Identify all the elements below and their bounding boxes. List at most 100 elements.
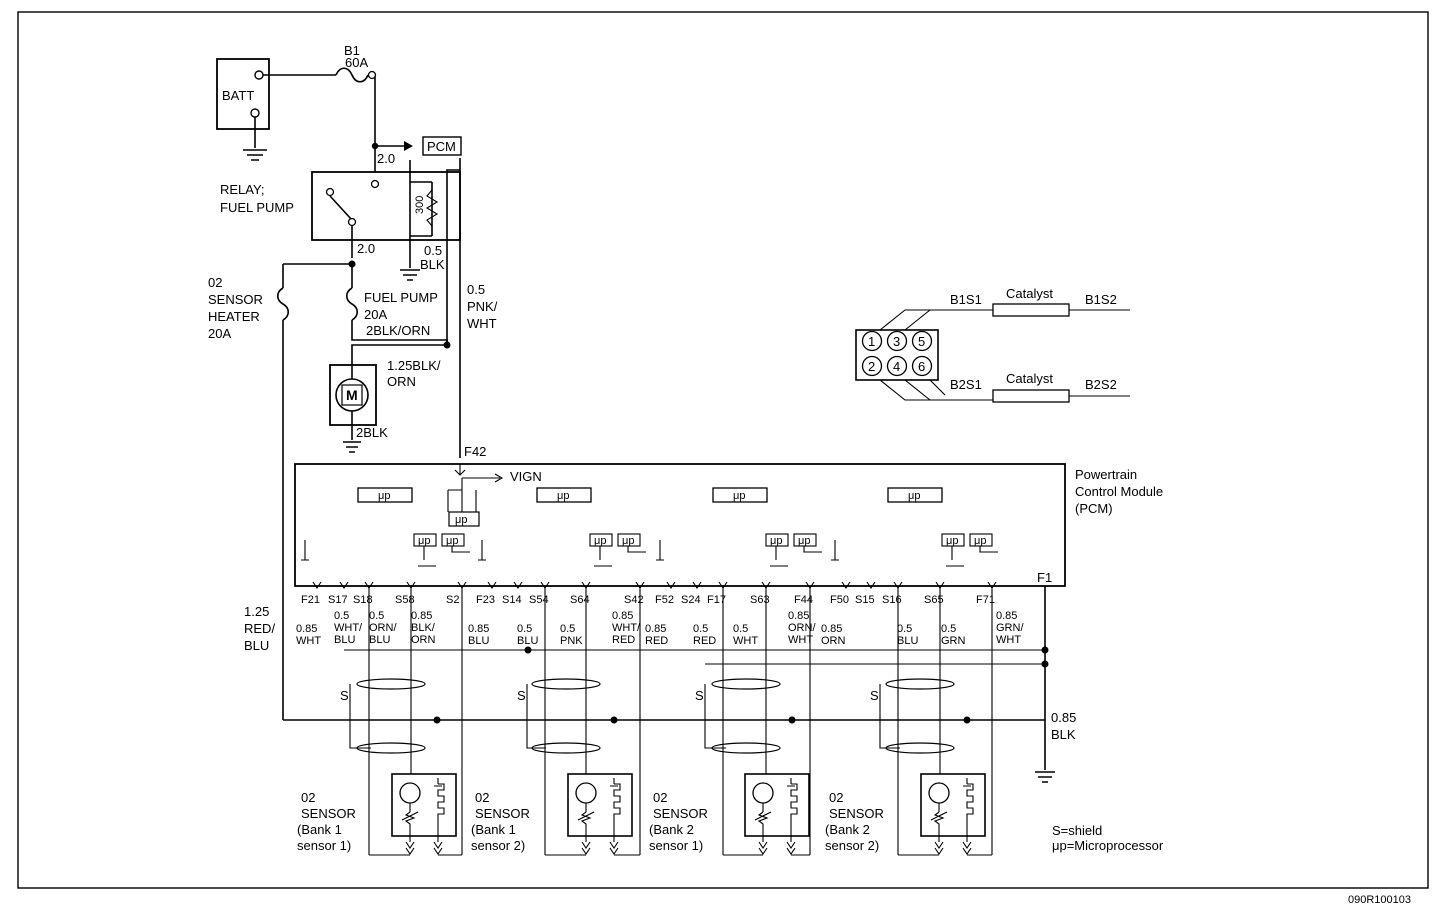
shield-drain	[704, 684, 726, 749]
pcm-internal-ground-icon	[301, 540, 309, 561]
b2s2-label: B2S2	[1085, 377, 1117, 392]
cylinder-number: 2	[868, 359, 875, 374]
shield-ring	[711, 678, 781, 690]
pcm-pin-label: S42	[624, 594, 644, 606]
cylinder-number: 1	[868, 334, 875, 349]
pcm-pin-label: S18	[353, 594, 373, 606]
wire-label: 0.85	[411, 610, 432, 622]
o2-sensor-label: 02	[653, 790, 667, 805]
sensor-element-icon	[930, 803, 948, 855]
b2s1-label: B2S1	[950, 377, 982, 392]
o2-sensor-label: (Bank 1	[471, 822, 516, 837]
pcm-pin-label: S58	[395, 594, 415, 606]
sensor-heater-icon	[786, 778, 798, 855]
pcm-pin-marker	[487, 581, 497, 589]
pcm-internal-ground-icon	[656, 540, 664, 561]
wire-label: 0.85	[645, 623, 666, 635]
wire-label: 0.5	[517, 623, 532, 635]
wire-label: ORN	[411, 634, 436, 646]
pump-feed-label-2: PNK/	[467, 299, 498, 314]
pcm-pin-label: F44	[794, 594, 813, 606]
fuel-pump-motor: M 1.25BLK/ ORN 2BLK	[329, 358, 441, 453]
red-blu-2: RED/	[244, 621, 275, 636]
sensor-wiring: 0.85WHT0.5WHT/BLU0.5ORN/BLU0.85BLK/ORN0.…	[283, 588, 1049, 855]
wire-label: 0.85	[996, 610, 1017, 622]
pcm-feed: PCM 2.0	[371, 136, 462, 166]
fuel-pump-fuse-label-2: 20A	[364, 307, 387, 322]
pcm-micro-small-label: μp	[418, 535, 430, 547]
fuel-pump-relay: 300 RELAY; FUEL PUMP 2.0 0.5 BLK	[220, 160, 461, 281]
pcm-micro-box-small	[969, 533, 993, 547]
wire-label: BLU	[897, 635, 918, 647]
sensor-cell-icon	[575, 782, 597, 804]
cylinder-circle	[861, 355, 883, 377]
cylinder-circle	[911, 330, 933, 352]
shield-ring	[531, 678, 601, 690]
fuel-pump-fuse: FUEL PUMP 20A 2BLK/ORN	[345, 169, 460, 358]
wire-label: BLU	[334, 634, 355, 646]
pcm-pin-marker	[339, 581, 349, 589]
fuse-b1-rating: 60A	[345, 55, 368, 70]
pcm-micro-label: μp	[908, 490, 920, 502]
o2-sensor-box	[391, 773, 457, 837]
wire-label: RED	[693, 635, 716, 647]
red-blu-3: BLU	[244, 638, 269, 653]
wire-label: WHT/	[612, 622, 641, 634]
shield-ring	[885, 678, 955, 690]
o2-sensor-label: SENSOR	[475, 806, 530, 821]
wire-label: BLU	[369, 634, 390, 646]
pump-feed-label-3: WHT	[467, 316, 497, 331]
motor-symbol: M	[346, 387, 358, 403]
relay-box	[311, 171, 461, 241]
pcm-micro-box-small	[941, 533, 965, 547]
pcm-pin-label: F23	[476, 594, 495, 606]
relay-label-1: RELAY;	[220, 182, 264, 197]
pcm-internal-ground-icon	[831, 540, 839, 561]
pcm-micro-small-label: μp	[770, 535, 782, 547]
splice-dot	[963, 716, 971, 724]
pcm-micro-small-label: μp	[974, 535, 986, 547]
sensor-element-icon	[401, 803, 419, 855]
shield-letter: S	[340, 688, 349, 703]
pcm-name-1: Powertrain	[1075, 467, 1137, 482]
b1s1-label: B1S1	[950, 292, 982, 307]
sensor-heater-icon	[433, 778, 445, 855]
sensor-element-icon	[577, 803, 595, 855]
pcm-pin-label: S63	[750, 594, 770, 606]
pcm-pin-marker	[692, 581, 702, 589]
pcm-micro-vign: μp	[455, 514, 467, 526]
o2-sensor-label: sensor 1)	[297, 838, 351, 853]
relay-resistor-value: 300	[414, 196, 426, 214]
relay-label-2: FUEL PUMP	[220, 200, 294, 215]
doc-code: 090R100103	[1348, 894, 1411, 906]
o2-sensor-label: SENSOR	[653, 806, 708, 821]
wire-label: BLU	[517, 635, 538, 647]
wire-label: 0.5	[369, 610, 384, 622]
pcm-pin-label: S16	[882, 594, 902, 606]
pcm-driver-trace	[946, 546, 998, 567]
splice-dot	[788, 716, 796, 724]
pcm-internal-ground-icon	[478, 540, 486, 561]
o2-sensor-box	[920, 773, 986, 837]
pcm-pin-label: F21	[301, 594, 320, 606]
pcm-micro-box-small	[441, 533, 465, 547]
wire-label: WHT	[296, 635, 321, 647]
wire-label: 0.5	[560, 623, 575, 635]
cylinder-circle	[911, 355, 933, 377]
pcm-micro-small-label: μp	[446, 535, 458, 547]
wire-label: 0.5	[693, 623, 708, 635]
pcm-micro-small-label: μp	[798, 535, 810, 547]
shield-drain	[879, 684, 900, 749]
pcm-name-3: (PCM)	[1075, 501, 1113, 516]
wire-label: 0.85	[612, 610, 633, 622]
pcm-pin-marker	[841, 581, 851, 589]
pcm-terminal-in: F42	[464, 444, 486, 459]
pcm-pin-label: S15	[855, 594, 875, 606]
splice-dot	[433, 716, 441, 724]
wire-label: 0.85	[788, 610, 809, 622]
pcm-micro-box-small	[413, 533, 437, 547]
cylinder-number: 6	[918, 359, 925, 374]
